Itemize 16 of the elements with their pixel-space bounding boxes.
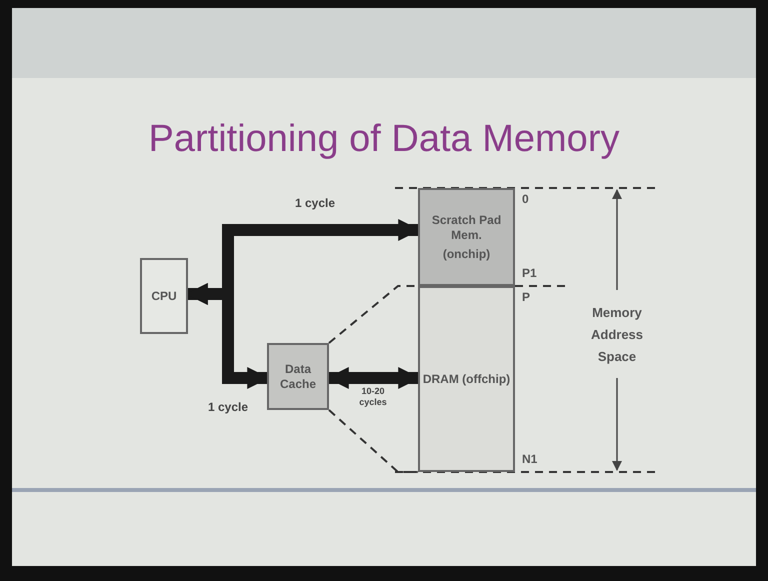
address-label: P (522, 290, 530, 305)
box-label: Data Cache (278, 362, 318, 392)
cpu-box (140, 258, 188, 334)
axis-label: Memory Address Space (590, 304, 644, 366)
address-label: N1 (522, 452, 538, 467)
box-label: Scratch Pad Mem. (430, 212, 502, 242)
cache-box (267, 343, 329, 410)
box-label: DRAM (offchip) (422, 372, 510, 386)
box-label: CPU (151, 288, 177, 304)
address-label: P1 (522, 266, 537, 281)
slide-title: Partitioning of Data Memory (148, 118, 620, 161)
memory-block (418, 188, 515, 286)
address-label: 0 (522, 192, 529, 207)
memory-block (418, 286, 515, 472)
dashed-line (328, 409, 418, 473)
box-label: (onchip) (442, 246, 490, 262)
